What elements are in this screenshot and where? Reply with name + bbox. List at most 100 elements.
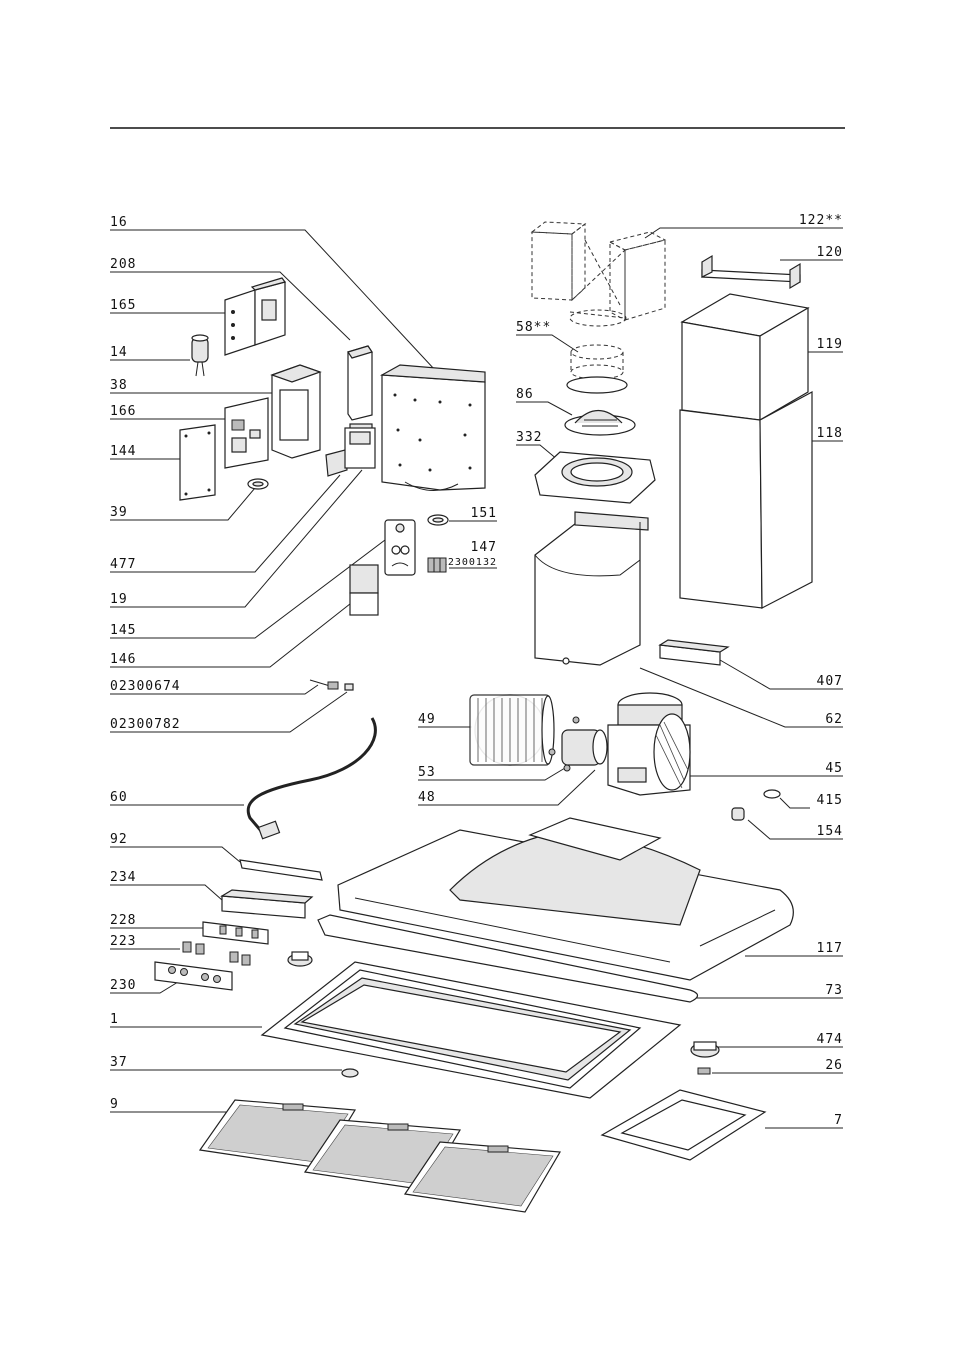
label-37: 37: [110, 1055, 342, 1071]
label-45: 45: [690, 761, 843, 777]
grease-filter-1: [198, 1099, 357, 1169]
label-166: 166: [110, 404, 228, 420]
part-154-clip: [731, 807, 745, 821]
label-234-text: 234: [110, 870, 136, 885]
label-48-text: 48: [418, 790, 436, 805]
part-92-bar: [239, 859, 323, 881]
part-117-hood-body: [337, 817, 794, 981]
label-477: 477: [110, 474, 341, 573]
part-119-chimney-upper: [680, 293, 810, 422]
label-118: 118: [812, 426, 843, 442]
part-120-strip: [701, 254, 801, 290]
label-73: 73: [680, 983, 843, 999]
part-407-bracket: [658, 639, 730, 666]
part-228-switch-plate: [202, 921, 269, 945]
label-48: 48: [418, 769, 596, 806]
part-234-bracket: [220, 889, 314, 919]
part-02300674-connector: [309, 679, 339, 690]
label-86: 86: [516, 387, 573, 416]
part-474-knob: [690, 1041, 720, 1058]
label-02300674-text: 02300674: [110, 679, 181, 694]
part-145-switch-block: [384, 519, 416, 576]
label-474: 474: [718, 1032, 843, 1048]
label-53: 53: [418, 765, 566, 781]
part-477-clip: [325, 449, 348, 477]
label-230-text: 230: [110, 978, 136, 993]
part-39-grommet: [247, 478, 269, 490]
label-122-text: 122**: [799, 213, 843, 228]
label-58-text: 58**: [516, 320, 551, 335]
label-145: 145: [110, 539, 386, 639]
label-9: 9: [110, 1097, 235, 1113]
label-119-text: 119: [817, 337, 843, 352]
label-151: 151: [449, 506, 497, 522]
label-R2300132-text: R2300132: [441, 557, 497, 568]
part-19-module: [344, 427, 376, 469]
label-49-text: 49: [418, 712, 436, 727]
label-02300782: 02300782: [110, 691, 348, 733]
part-53-nuts: [548, 716, 580, 772]
part-26-screw: [697, 1067, 711, 1075]
label-146-text: 146: [110, 652, 136, 667]
label-415-text: 415: [817, 793, 843, 808]
label-14: 14: [110, 345, 190, 361]
label-39-text: 39: [110, 505, 128, 520]
label-37-text: 37: [110, 1055, 128, 1070]
part-118-chimney-lower: [679, 390, 813, 609]
label-86-text: 86: [516, 387, 534, 402]
label-223-text: 223: [110, 934, 136, 949]
part-144-cover: [179, 424, 216, 501]
label-166-text: 166: [110, 404, 136, 419]
label-154-text: 154: [817, 824, 843, 839]
part-62-housing: [534, 511, 649, 666]
label-7-text: 7: [834, 1113, 843, 1128]
label-208: 208: [110, 257, 351, 341]
part-lamp-holder: [287, 951, 313, 967]
label-230: 230: [110, 978, 179, 994]
label-02300782-text: 02300782: [110, 717, 181, 732]
label-165-text: 165: [110, 298, 136, 313]
label-7: 7: [765, 1113, 843, 1129]
label-117-text: 117: [817, 941, 843, 956]
label-477-text: 477: [110, 557, 136, 572]
label-9-text: 9: [110, 1097, 119, 1112]
label-38: 38: [110, 378, 272, 394]
label-145-text: 145: [110, 623, 136, 638]
label-120: 120: [780, 245, 843, 261]
label-02300674: 02300674: [110, 679, 319, 695]
part-151-grommet: [427, 514, 449, 526]
label-122: 122**: [644, 213, 843, 239]
part-45-blower: [607, 692, 691, 796]
label-415: 415: [779, 793, 843, 809]
part-332-plate: [534, 451, 656, 504]
label-146: 146: [110, 599, 356, 668]
label-14-text: 14: [110, 345, 128, 360]
label-62-text: 62: [825, 712, 843, 727]
label-92: 92: [110, 832, 241, 863]
label-60-text: 60: [110, 790, 128, 805]
part-16-panel: [379, 364, 486, 491]
label-16-text: 16: [110, 215, 128, 230]
label-120-text: 120: [817, 245, 843, 260]
part-223-knobs: [182, 941, 251, 966]
part-7-mounting-plate: [600, 1089, 767, 1161]
part-122-adaptor: [530, 221, 667, 327]
label-1: 1: [110, 1012, 262, 1028]
label-119: 119: [808, 337, 843, 353]
label-117: 117: [745, 941, 843, 957]
label-144-text: 144: [110, 444, 136, 459]
part-73-front-strip: [317, 914, 699, 1003]
label-165: 165: [110, 298, 228, 314]
label-19-text: 19: [110, 592, 128, 607]
part-37-clip: [341, 1068, 359, 1078]
label-60: 60: [110, 790, 244, 806]
label-332: 332: [516, 430, 559, 461]
label-49: 49: [418, 712, 472, 728]
grease-filter-3: [403, 1141, 561, 1213]
part-14-capacitor: [191, 334, 209, 377]
label-58: 58**: [516, 320, 579, 353]
label-144: 144: [110, 444, 180, 460]
part-230-fascia: [154, 961, 233, 991]
label-118-text: 118: [817, 426, 843, 441]
